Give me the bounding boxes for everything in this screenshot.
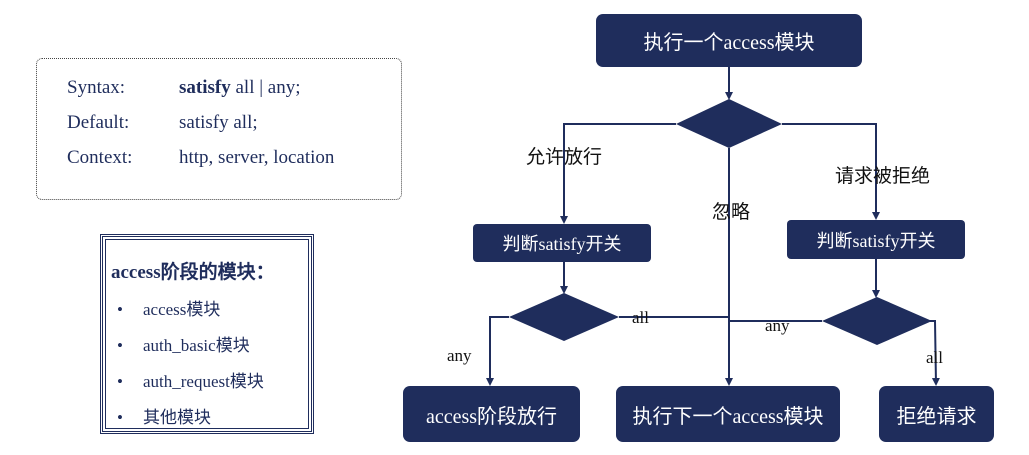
bullet-icon: • (117, 408, 123, 427)
bullet-icon: • (117, 372, 123, 391)
node-start: 执行一个access模块 (596, 14, 862, 67)
label-ignore: 忽略 (712, 202, 751, 223)
node-check-left: 判断satisfy开关 (473, 224, 651, 262)
syntax-key: Syntax: (67, 77, 126, 98)
decision-diamond-right (822, 297, 932, 345)
connector-left-any (486, 316, 509, 386)
connector-left-all (619, 316, 730, 340)
module-item: • 其他模块 (117, 403, 211, 428)
modules-title: access阶段的模块： (111, 262, 275, 283)
bullet-icon: • (117, 336, 123, 355)
module-item: • access模块 (117, 295, 220, 320)
label-allow: 允许放行 (526, 147, 603, 168)
default-value: satisfy all; (179, 112, 258, 133)
connector-deny (782, 123, 880, 220)
default-row: Default: satisfy all; (67, 112, 258, 134)
node-end-reject: 拒绝请求 (879, 386, 994, 442)
connector-allow (560, 123, 676, 224)
module-item-label: auth_request模块 (143, 372, 264, 391)
context-row: Context: http, server, location (67, 147, 334, 169)
label-left-any: any (447, 346, 472, 365)
node-end-pass: access阶段放行 (403, 386, 580, 442)
module-item: • auth_request模块 (117, 367, 264, 392)
label-right-all: all (926, 348, 943, 367)
modules-box-inner-border (105, 239, 309, 429)
module-item-label: 其他模块 (143, 408, 211, 427)
default-key: Default: (67, 112, 130, 133)
syntax-row: Syntax: satisfy all | any; (67, 77, 301, 99)
syntax-box: Syntax: satisfy all | any; Default: satisf… (36, 58, 402, 200)
module-item-label: auth_basic模块 (143, 336, 250, 355)
node-check-right: 判断satisfy开关 (787, 220, 965, 259)
syntax-value: all | any; (230, 77, 301, 98)
module-item: • auth_basic模块 (117, 331, 250, 356)
modules-box: access阶段的模块： • access模块 • auth_basic模块 • au… (100, 234, 314, 434)
node-end-next: 执行下一个access模块 (616, 386, 840, 442)
decision-diamond-top (676, 99, 782, 148)
label-left-all: all (632, 308, 649, 327)
decision-diamond-left (509, 293, 619, 341)
context-value: http, server, location (179, 147, 335, 168)
syntax-directive: satisfy (179, 77, 231, 98)
context-key: Context: (67, 147, 133, 168)
label-right-any: any (765, 316, 790, 335)
bullet-icon: • (117, 300, 123, 319)
module-item-label: access模块 (143, 300, 221, 319)
label-deny: 请求被拒绝 (835, 166, 931, 187)
